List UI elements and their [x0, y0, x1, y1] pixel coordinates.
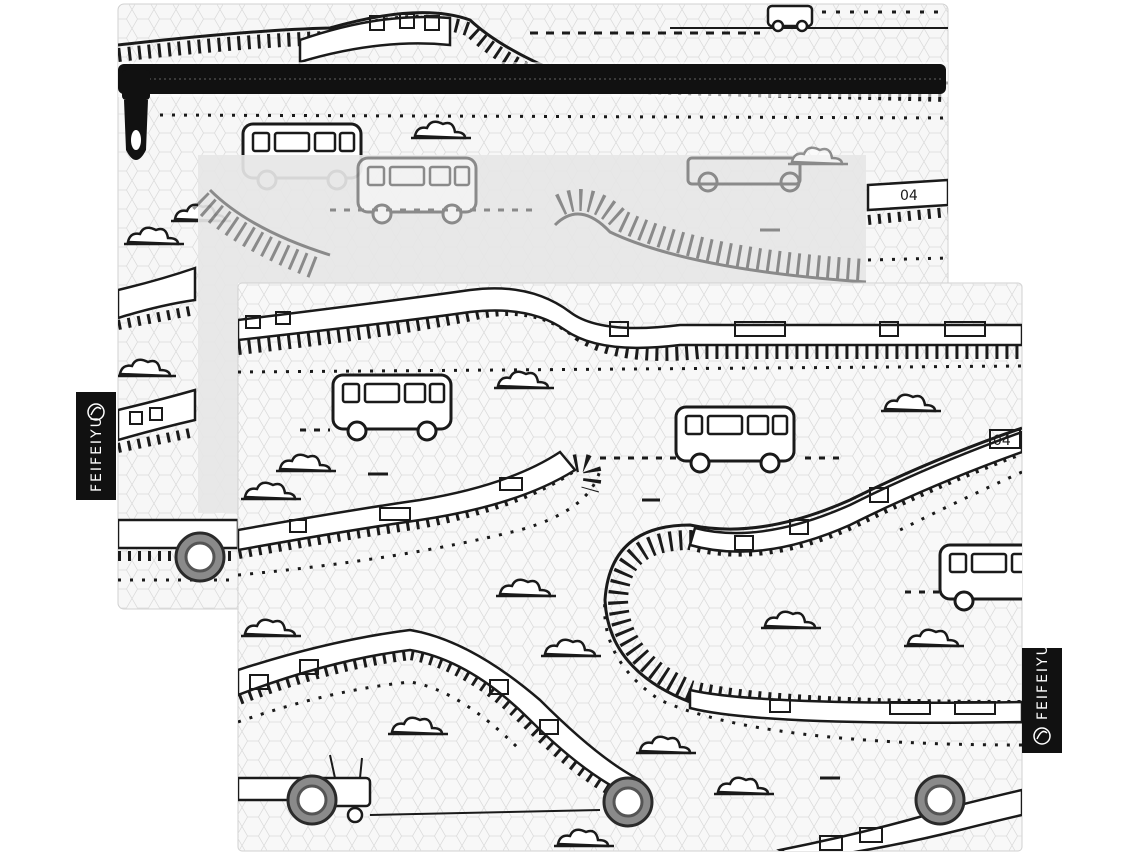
back-tag-label: FEIFEIYU [89, 415, 105, 492]
zipper-pull-icon[interactable] [122, 70, 150, 160]
metal-grommet-icon [174, 531, 226, 583]
front-pouch-tag: FEIFEIYU [1022, 643, 1062, 753]
leaf-circle-icon [1033, 727, 1051, 745]
metal-grommet-icon [602, 776, 654, 828]
back-pouch-zipper[interactable] [118, 62, 948, 97]
metal-grommet-icon [286, 774, 338, 826]
metal-grommet-icon [914, 774, 966, 826]
train-number-front: 04 [993, 433, 1011, 449]
back-pouch-tag: FEIFEIYU [76, 392, 116, 500]
back-pouch-window [192, 146, 867, 513]
leaf-circle-icon [87, 403, 105, 421]
train-number-back: 04 [900, 188, 918, 204]
front-pouch: 04 [237, 282, 1062, 852]
front-tag-label: FEIFEIYU [1035, 643, 1051, 720]
